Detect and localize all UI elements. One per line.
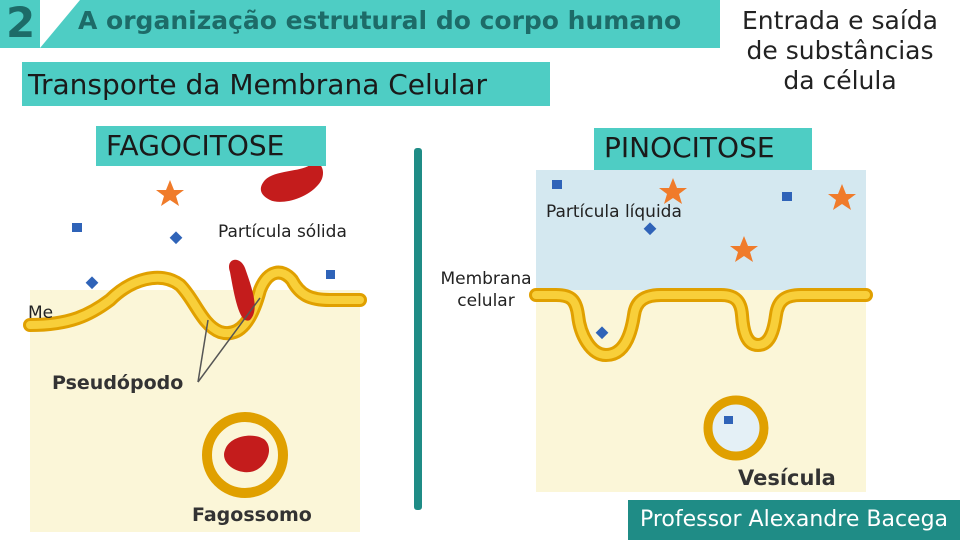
membrane-label: Membrana celular	[434, 268, 538, 312]
phagocytosis-label: FAGOCITOSE	[96, 126, 326, 166]
pseudopod-label: Pseudópodo	[52, 372, 183, 394]
vesicle-label: Vesícula	[738, 466, 836, 490]
author-credit: Professor Alexandre Bacega	[628, 500, 960, 540]
membrane-label-line-2: celular	[434, 290, 538, 312]
pinocytosis-label: PINOCITOSE	[594, 128, 812, 170]
phagocytosis-illustration	[30, 160, 360, 532]
side-note-line-2: de substâncias	[730, 36, 950, 66]
vesicle-dot	[724, 416, 733, 424]
section-divider	[414, 148, 422, 510]
dot-particle	[326, 270, 335, 279]
membrane-label-line-1: Membrana	[434, 268, 538, 290]
side-note-line-3: da célula	[730, 66, 950, 96]
membrane-label-fragment: Me	[28, 303, 53, 323]
vesicle-membrane	[708, 400, 764, 456]
liquid-particle-label: Partícula líquida	[546, 202, 682, 222]
side-note: Entrada e saída de substâncias da célula	[730, 6, 950, 96]
section-subtitle: Transporte da Membrana Celular	[22, 62, 550, 106]
phagosome-label: Fagossomo	[192, 504, 312, 526]
dot-particle	[552, 180, 562, 189]
header-wedge	[40, 0, 80, 48]
solid-particle-label: Partícula sólida	[218, 222, 347, 242]
page-title: A organização estrutural do corpo humano	[78, 6, 681, 35]
side-note-line-1: Entrada e saída	[730, 6, 950, 36]
dot-particle	[782, 192, 792, 201]
dot-particle	[72, 223, 82, 232]
extracellular-region	[536, 170, 866, 300]
cytoplasm-region	[30, 290, 360, 532]
